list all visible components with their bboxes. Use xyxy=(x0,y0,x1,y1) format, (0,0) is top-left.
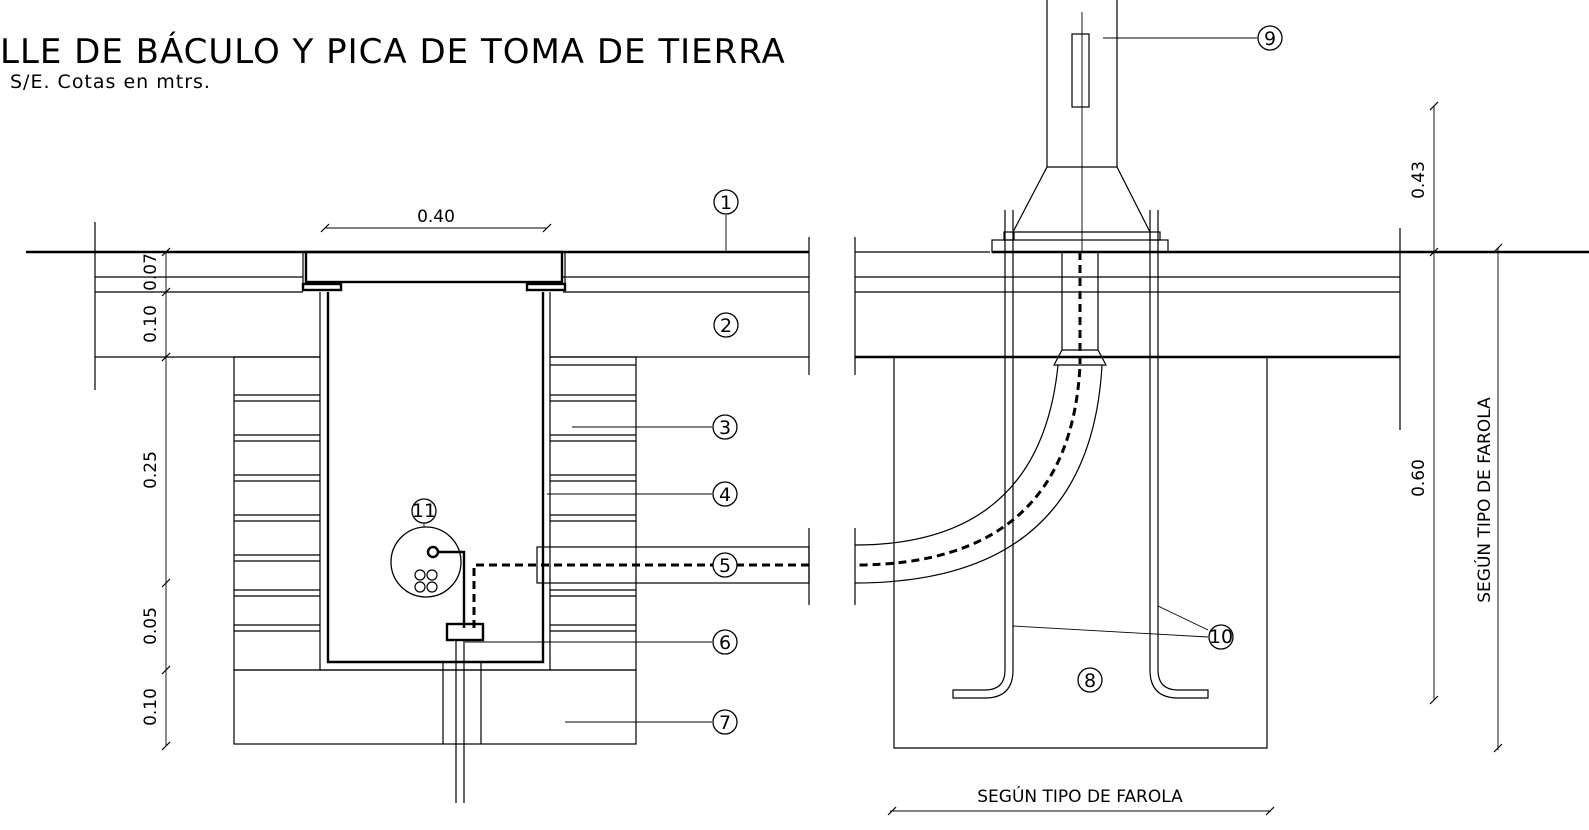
callout-8-label: 8 xyxy=(1084,670,1096,692)
earth-cable-right xyxy=(854,252,1082,567)
pit-inner-wall xyxy=(326,292,545,664)
callout-10 xyxy=(1208,624,1234,650)
dim-v-3: 0.05 xyxy=(141,607,161,645)
note-vertical: SEGÚN TIPO DE FAROLA xyxy=(1473,397,1495,603)
anchor-bolt-hook-right xyxy=(1149,669,1209,699)
callout-2-label: 2 xyxy=(720,315,732,337)
callout-5-label: 5 xyxy=(719,555,731,577)
conductor-icon xyxy=(426,569,438,581)
dim-foundation-depth: 0.60 xyxy=(1409,459,1429,497)
conduit-elbow-outer xyxy=(854,364,1059,546)
callout-4 xyxy=(712,481,738,507)
callout-11-label: 11 xyxy=(412,500,436,522)
cable-link xyxy=(438,550,466,628)
callout-1-label: 1 xyxy=(720,192,732,214)
callout-7-label: 7 xyxy=(719,712,731,734)
dim-v-0: 0.07 xyxy=(141,253,161,291)
callout-10-label: 10 xyxy=(1209,626,1233,648)
callout-6 xyxy=(712,629,738,655)
conduit-elbow-inner xyxy=(854,364,1103,584)
callout-7 xyxy=(712,709,738,735)
callout-4-label: 4 xyxy=(719,484,731,506)
callout-8 xyxy=(1077,667,1103,693)
foundation-block xyxy=(893,357,1268,749)
note-bottom: SEGÚN TIPO DE FAROLA xyxy=(977,785,1183,807)
pit-lid xyxy=(304,250,564,284)
left-section: 0.40 0.07 0.10 0.25 0.05 0.10 xyxy=(26,207,810,803)
brick-wall-left xyxy=(233,356,321,671)
brick-courses xyxy=(234,364,636,632)
brick-wall-right xyxy=(549,356,637,671)
callout-11 xyxy=(411,498,437,524)
frame-angle-left xyxy=(301,282,343,292)
callout-1 xyxy=(713,189,739,215)
post-door xyxy=(1071,33,1090,108)
callout-3 xyxy=(712,414,738,440)
callout-2 xyxy=(713,312,739,338)
callouts: 1 2 3 4 5 6 7 8 9 10 11 xyxy=(411,25,1283,735)
dim-v-1: 0.10 xyxy=(141,305,161,343)
nut xyxy=(1003,231,1015,241)
drawing-title: LLE DE BÁCULO Y PICA DE TOMA DE TIERRA xyxy=(0,31,786,72)
conductor-icon xyxy=(414,569,426,581)
callout-9 xyxy=(1257,25,1283,51)
leader-10b xyxy=(1157,605,1209,631)
cable-detail-circle xyxy=(390,526,462,598)
callout-5 xyxy=(712,552,738,578)
leader-10 xyxy=(1012,625,1209,638)
conductor-icon xyxy=(426,581,438,593)
conductor-icon xyxy=(414,581,426,593)
concrete-base xyxy=(233,669,637,745)
conduit-reducer xyxy=(1053,349,1107,366)
post-flange-cone xyxy=(1012,166,1151,233)
dim-post-base: 0.43 xyxy=(1409,161,1429,199)
frame-angle-right xyxy=(525,282,567,292)
anchor-bolt-hook-left xyxy=(952,669,1014,699)
base-plate xyxy=(991,239,1169,253)
callout-6-label: 6 xyxy=(719,632,731,654)
dim-width-label: 0.40 xyxy=(417,207,455,227)
dim-v-4: 0.10 xyxy=(141,688,161,726)
earth-cable xyxy=(472,563,809,628)
callout-9-label: 9 xyxy=(1264,28,1276,50)
drawing-subtitle: S/E. Cotas en mtrs. xyxy=(10,71,211,93)
right-section: 0.43 0.60 SEGÚN TIPO DE FAROLA SEGÚN TIP… xyxy=(854,0,1589,816)
dim-v-2: 0.25 xyxy=(141,451,161,489)
dim-ticks xyxy=(161,247,171,751)
callout-3-label: 3 xyxy=(719,417,731,439)
